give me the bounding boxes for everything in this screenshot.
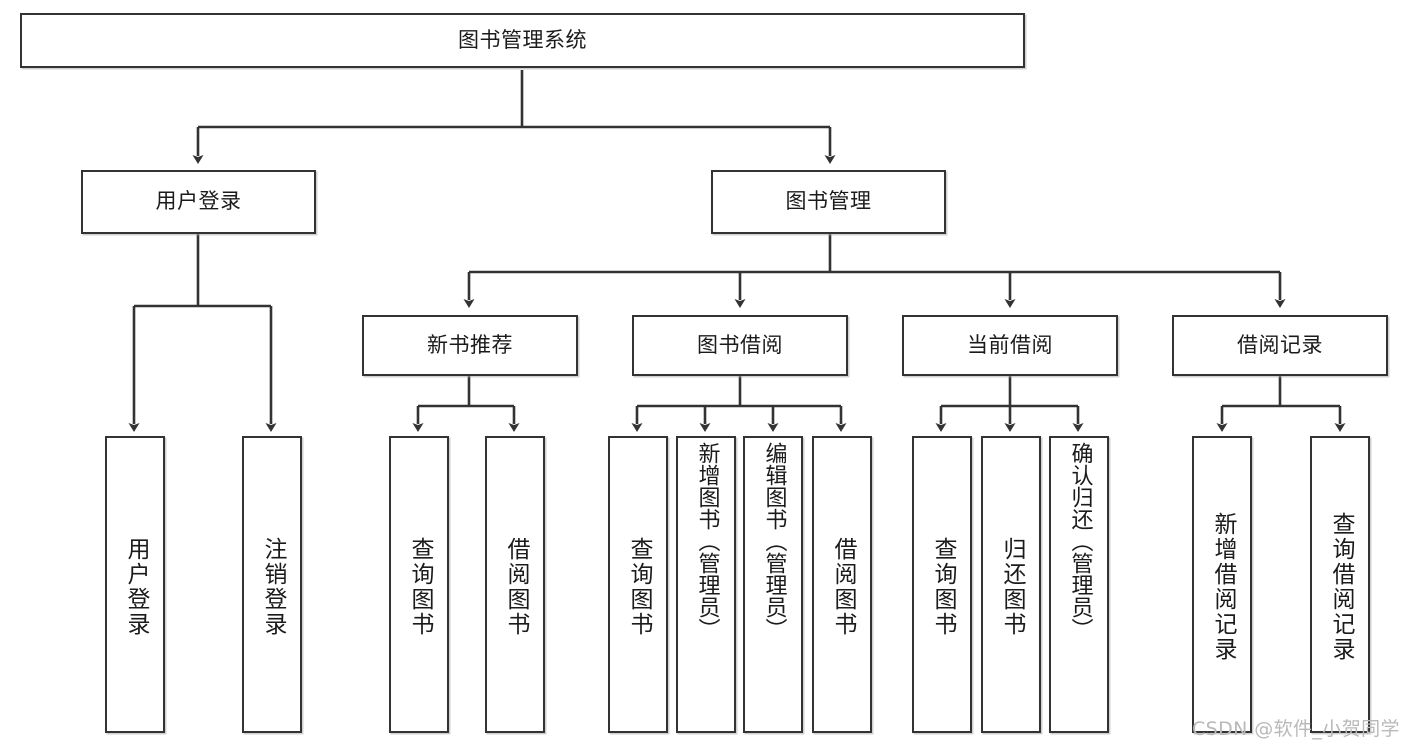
leaf-borrow-query-books[interactable]: 查询图书: [608, 436, 668, 733]
leaf-current-confirm-return-admin[interactable]: 确认归还（管理员）: [1049, 436, 1109, 733]
node-label: 查询图书: [625, 536, 652, 637]
leaf-user-login-logout[interactable]: 注销登录: [242, 436, 302, 733]
node-label: 新增借阅记录: [1209, 511, 1236, 662]
leaf-new-book-borrow-books[interactable]: 借阅图书: [485, 436, 545, 733]
node-label: 用户登录: [122, 536, 149, 637]
node-label: 确认归还（管理员）: [1067, 442, 1093, 640]
leaf-record-add-borrow-record[interactable]: 新增借阅记录: [1192, 436, 1252, 733]
node-label: 新增图书（管理员）: [694, 442, 720, 640]
leaf-current-query-books[interactable]: 查询图书: [912, 436, 972, 733]
node-label: 查询图书: [406, 536, 433, 637]
leaf-borrow-add-book-admin[interactable]: 新增图书（管理员）: [676, 436, 736, 733]
leaf-borrow-borrow-books[interactable]: 借阅图书: [812, 436, 872, 733]
node-label: 归还图书: [998, 536, 1025, 637]
node-book-borrowing[interactable]: 图书借阅: [632, 315, 848, 376]
node-new-book-recommendation[interactable]: 新书推荐: [362, 315, 578, 376]
watermark-text: CSDN @软件_小贺同学: [1192, 718, 1400, 740]
node-label: 图书管理系统: [458, 27, 587, 52]
node-user-login[interactable]: 用户登录: [81, 170, 316, 234]
node-label: 借阅图书: [829, 536, 856, 637]
node-borrowing-record[interactable]: 借阅记录: [1172, 315, 1388, 376]
node-label: 注销登录: [259, 536, 286, 637]
node-label: 当前借阅: [967, 332, 1053, 357]
node-book-management[interactable]: 图书管理: [711, 170, 946, 234]
leaf-record-query-borrow-record[interactable]: 查询借阅记录: [1310, 436, 1370, 733]
leaf-new-book-query-books[interactable]: 查询图书: [389, 436, 449, 733]
node-current-borrowing[interactable]: 当前借阅: [902, 315, 1118, 376]
leaf-current-return-books[interactable]: 归还图书: [981, 436, 1041, 733]
leaf-user-login-login[interactable]: 用户登录: [105, 436, 165, 733]
node-label: 用户登录: [155, 189, 242, 214]
node-label: 借阅记录: [1237, 332, 1323, 357]
leaf-borrow-edit-book-admin[interactable]: 编辑图书（管理员）: [743, 436, 803, 733]
node-label: 借阅图书: [502, 536, 529, 637]
node-label: 查询图书: [929, 536, 956, 637]
node-label: 图书管理: [785, 189, 872, 214]
node-root-book-management-system[interactable]: 图书管理系统: [20, 13, 1025, 68]
node-label: 编辑图书（管理员）: [761, 442, 787, 640]
node-label: 查询借阅记录: [1327, 511, 1354, 662]
node-label: 图书借阅: [697, 332, 783, 357]
node-label: 新书推荐: [427, 332, 513, 357]
